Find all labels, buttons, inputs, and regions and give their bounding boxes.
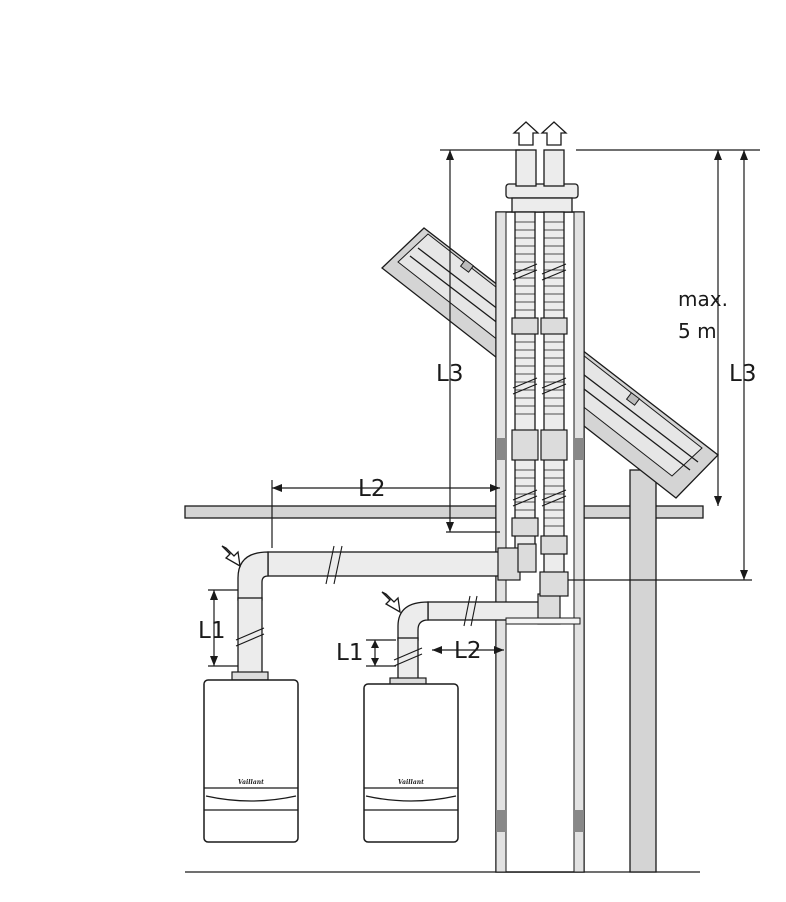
label-l2-upper: L2 bbox=[358, 476, 385, 502]
air-intake-arrow-icon bbox=[221, 545, 401, 614]
dimension-max bbox=[576, 149, 760, 506]
boiler-right: Vaillant bbox=[363, 683, 459, 843]
dimension-l1-left bbox=[208, 589, 238, 667]
boiler-left-brand: Vaillant bbox=[238, 779, 264, 786]
exhaust-arrow-icon bbox=[512, 121, 568, 146]
flexible-flue-left bbox=[511, 211, 539, 565]
chimney-shaft bbox=[495, 211, 585, 873]
dimension-l1-right bbox=[366, 639, 396, 667]
label-l1-left: L1 bbox=[198, 618, 225, 644]
label-max: max. bbox=[678, 287, 728, 311]
flexible-flue-right bbox=[540, 211, 568, 585]
label-max-value: 5 m bbox=[678, 319, 717, 343]
boiler-right-brand: Vaillant bbox=[398, 779, 424, 786]
support-post bbox=[629, 469, 657, 873]
label-l2-lower: L2 bbox=[454, 638, 481, 664]
lower-horizontal-pipe bbox=[389, 571, 581, 687]
upper-horizontal-pipe bbox=[231, 543, 537, 681]
label-l3-right: L3 bbox=[729, 361, 756, 387]
dimension-l2-lower bbox=[432, 646, 504, 654]
chimney-cap bbox=[505, 149, 579, 213]
dimension-l3-right bbox=[568, 150, 752, 581]
pipe-break-marks bbox=[512, 263, 567, 507]
dimension-l2-upper bbox=[271, 480, 500, 548]
label-l3-left: L3 bbox=[436, 361, 463, 387]
label-l1-right: L1 bbox=[336, 640, 363, 666]
dimension-l3-left bbox=[440, 149, 520, 533]
ceiling-beam bbox=[184, 505, 704, 519]
boiler-left: Vaillant bbox=[203, 679, 299, 843]
